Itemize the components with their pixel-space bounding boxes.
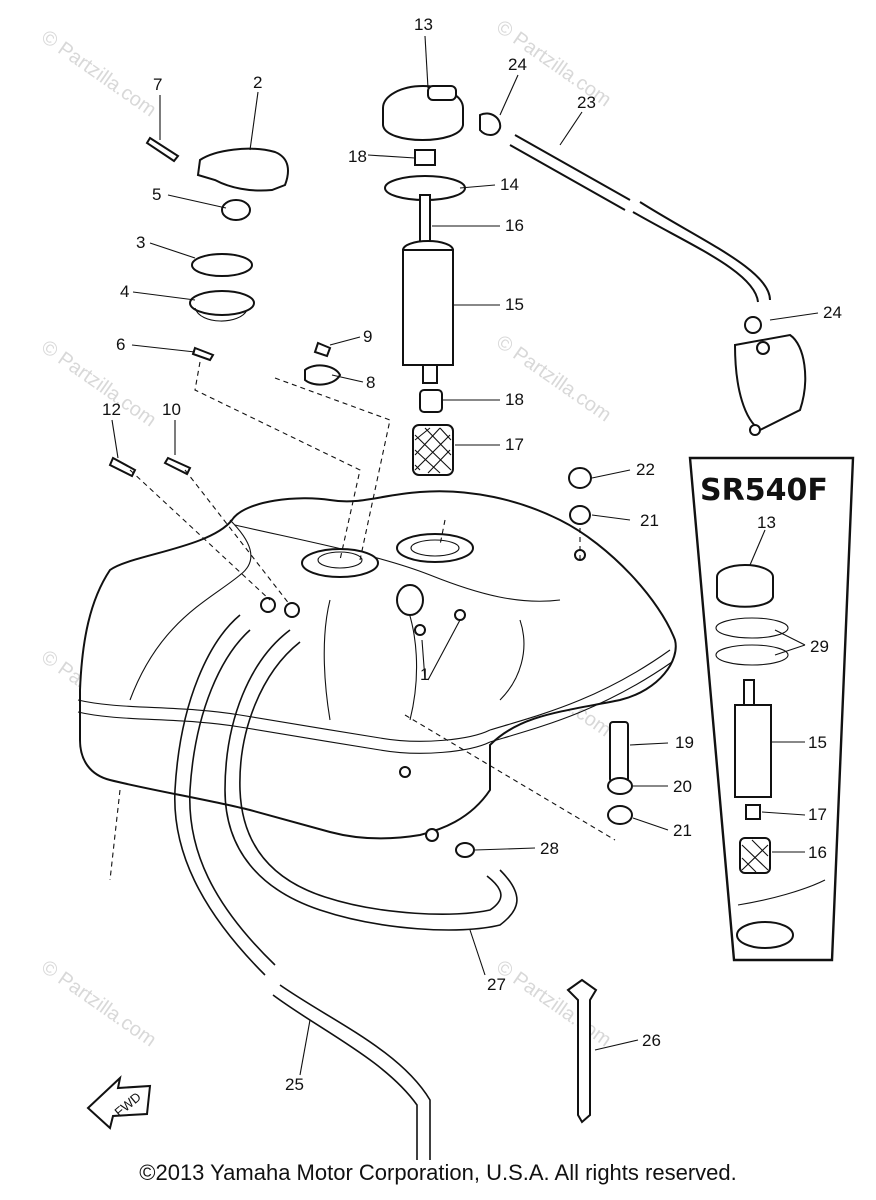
callout-14: 14 — [500, 175, 519, 194]
callout-1: 1 — [420, 665, 429, 684]
copyright-notice: ©2013 Yamaha Motor Corporation, U.S.A. A… — [139, 1160, 737, 1185]
callout-7: 7 — [153, 75, 162, 94]
filler-cap-parts — [108, 136, 342, 478]
sr540f-variant-panel: SR540F — [688, 456, 855, 962]
watermark: © Partzilla.com — [37, 336, 160, 431]
watermark: © Partzilla.com — [37, 26, 160, 121]
callout-28: 28 — [540, 839, 559, 858]
callout-6: 6 — [116, 335, 125, 354]
fuel-tank — [77, 490, 677, 842]
callout-27: 27 — [487, 975, 506, 994]
variant-callout-16: 16 — [808, 843, 827, 862]
mounting-hardware — [455, 467, 633, 1124]
callout-19: 19 — [675, 733, 694, 752]
fuel-cock-assembly — [382, 85, 466, 476]
watermark: © Partzilla.com — [492, 331, 615, 426]
callout-4: 4 — [120, 282, 129, 301]
callout-13: 13 — [414, 15, 433, 34]
callout-24-right: 24 — [823, 303, 842, 322]
callout-26: 26 — [642, 1031, 661, 1050]
callout-leaders — [111, 35, 819, 1076]
vacuum-fitting — [479, 112, 807, 436]
variant-label: SR540F — [700, 473, 828, 508]
callout-17: 17 — [505, 435, 524, 454]
callout-25: 25 — [285, 1075, 304, 1094]
callout-24-top: 24 — [508, 55, 527, 74]
callout-18-bottom: 18 — [505, 390, 524, 409]
callout-20: 20 — [673, 777, 692, 796]
front-direction-arrow: FWD — [86, 1075, 152, 1130]
variant-callout-15: 15 — [808, 733, 827, 752]
watermark: © Partzilla.com — [37, 956, 160, 1051]
assembly-leader-lines — [109, 361, 616, 881]
callout-21-bottom: 21 — [673, 821, 692, 840]
callout-23: 23 — [577, 93, 596, 112]
callout-9: 9 — [363, 327, 372, 346]
callout-8: 8 — [366, 373, 375, 392]
callout-12: 12 — [102, 400, 121, 419]
variant-callout-17: 17 — [808, 805, 827, 824]
callout-3: 3 — [136, 233, 145, 252]
callout-29: 29 — [810, 637, 829, 656]
watermark: © Partzilla.com — [492, 956, 615, 1051]
callout-15: 15 — [505, 295, 524, 314]
callout-21-top: 21 — [640, 511, 659, 530]
callout-numbers: 7 2 5 3 4 6 9 8 10 12 13 24 23 18 14 16 … — [102, 15, 842, 1094]
callout-10: 10 — [162, 400, 181, 419]
callout-18-top: 18 — [348, 147, 367, 166]
callout-2: 2 — [253, 73, 262, 92]
callout-22: 22 — [636, 460, 655, 479]
callout-16: 16 — [505, 216, 524, 235]
hoses — [174, 134, 771, 1160]
callout-5: 5 — [152, 185, 161, 204]
variant-callout-13: 13 — [757, 513, 776, 532]
